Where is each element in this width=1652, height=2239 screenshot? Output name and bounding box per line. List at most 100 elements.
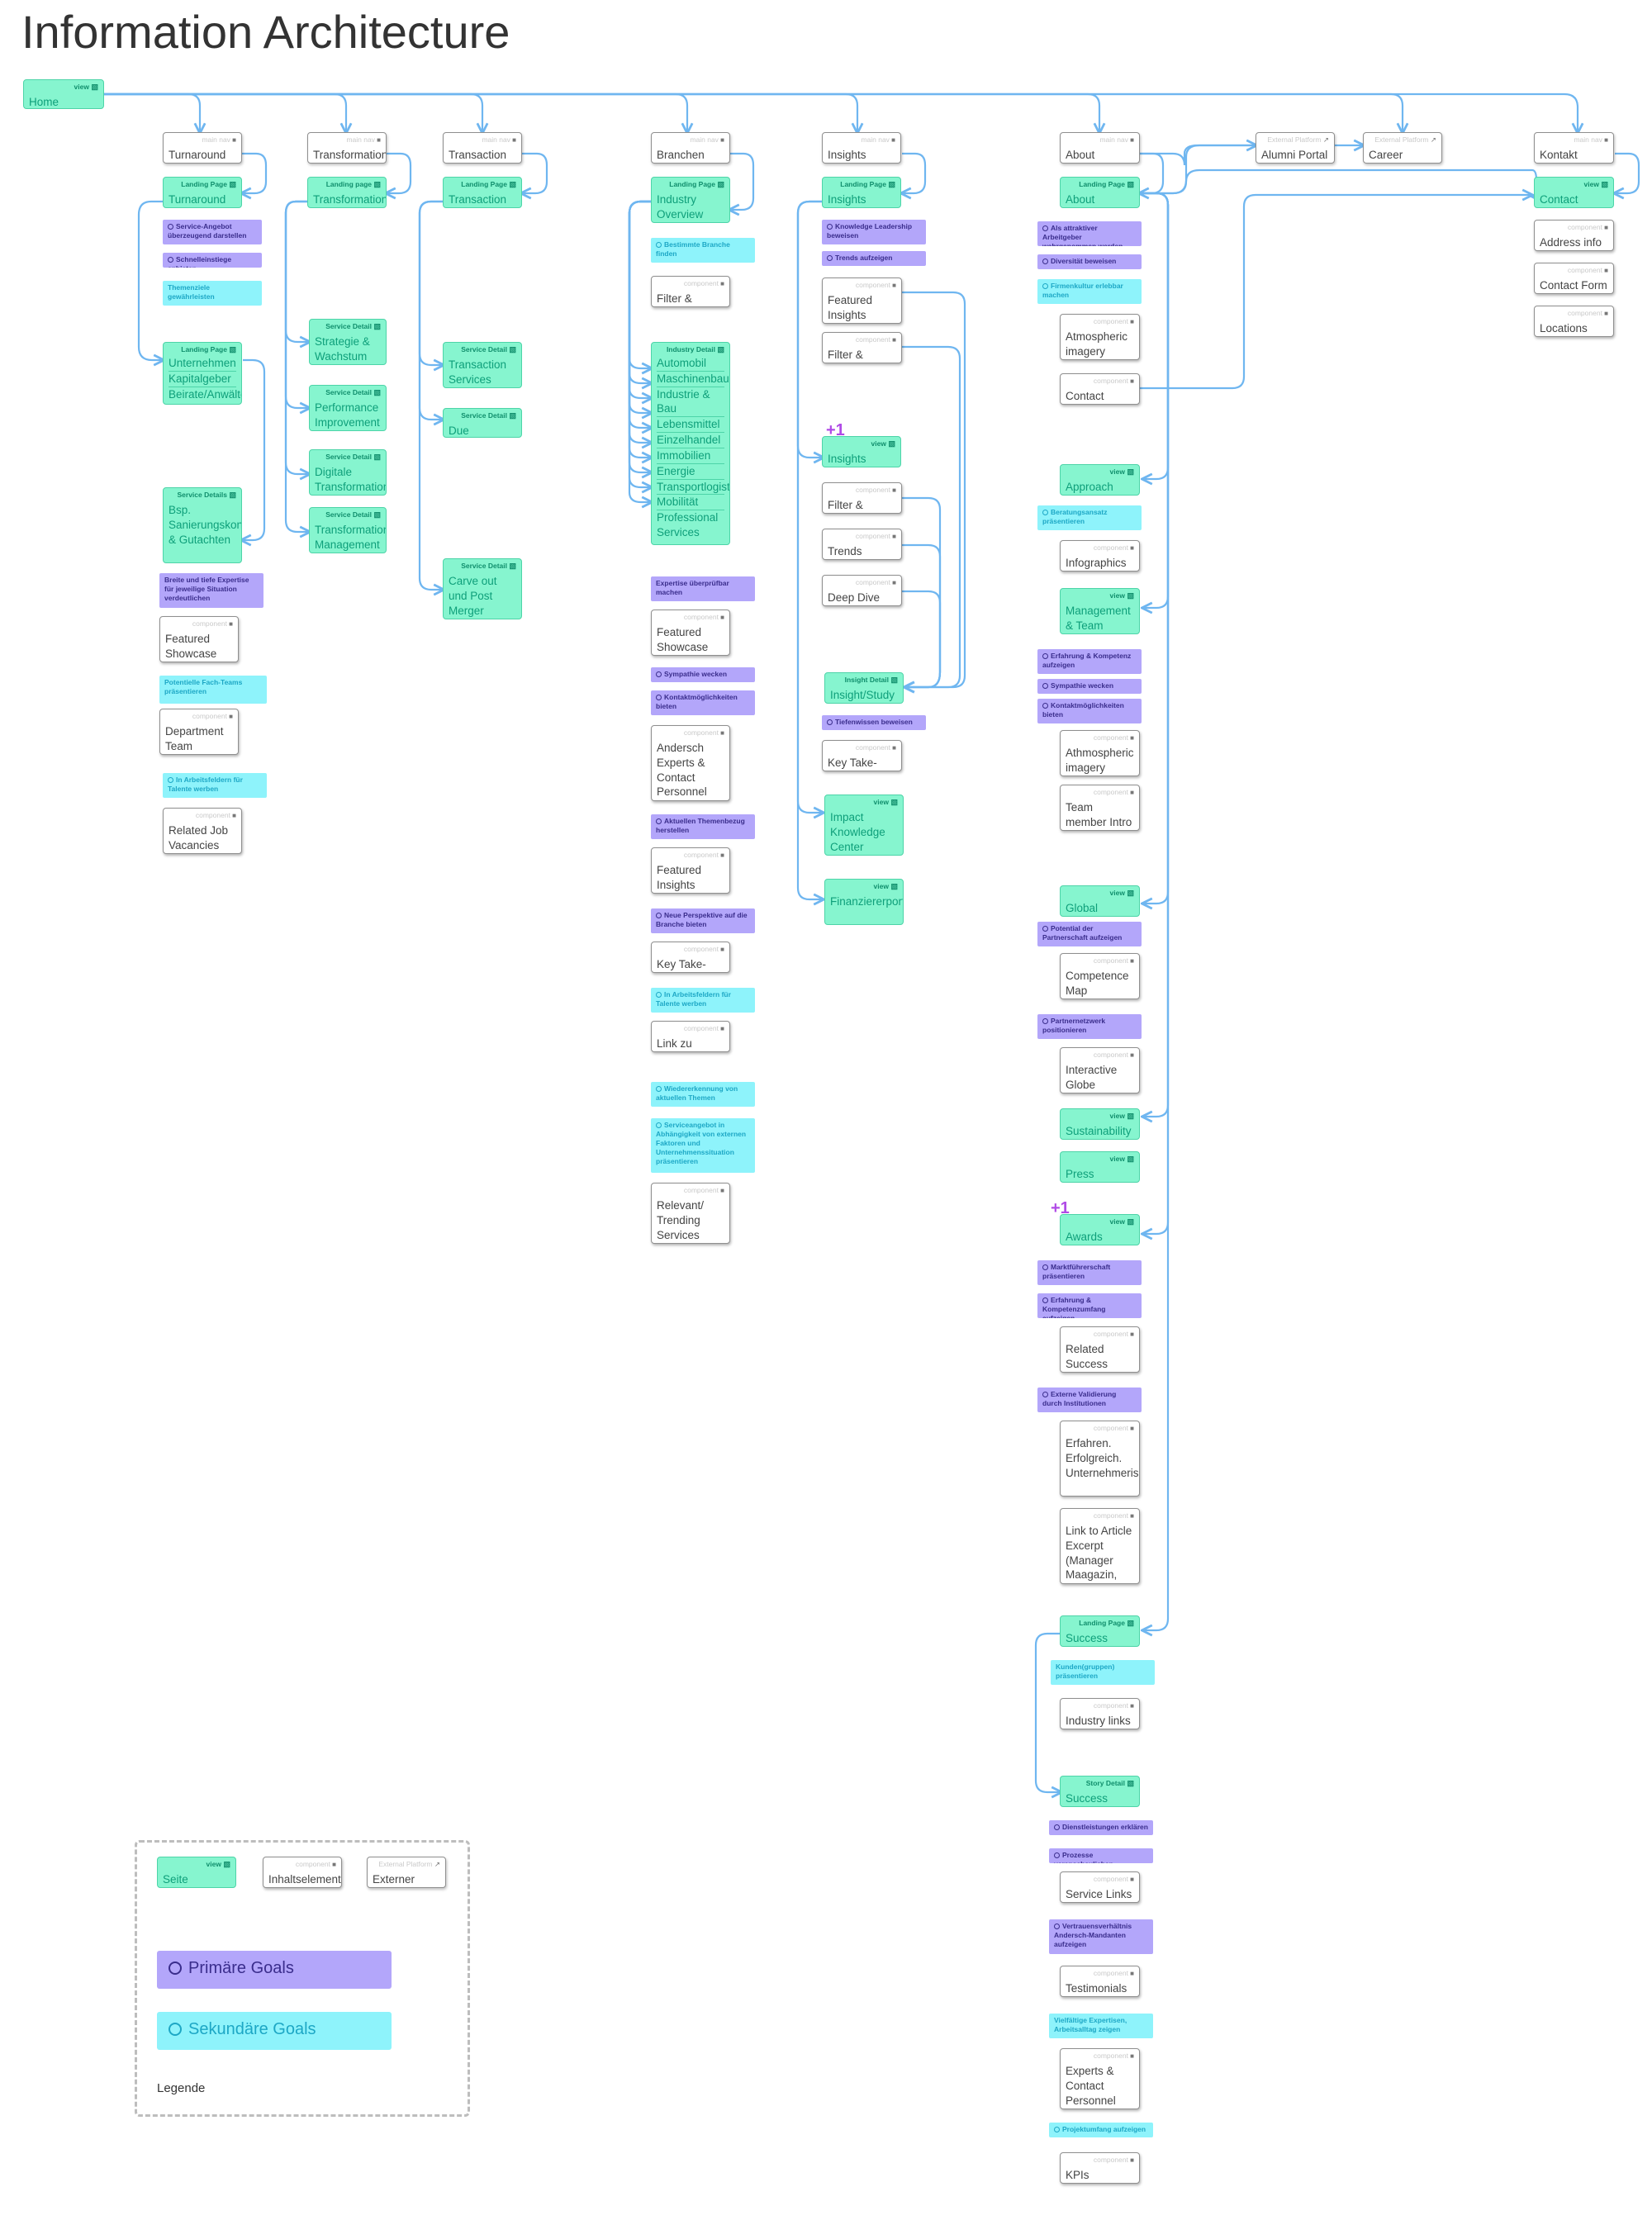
component-department-team[interactable]: component Department Team — [159, 709, 239, 755]
page-finanziererportal[interactable]: view Finanziererportal — [824, 879, 904, 925]
component-featured-showcase[interactable]: component Featured Showcase — [159, 616, 239, 662]
page-global-affiliates[interactable]: view Global Affiliates — [1060, 885, 1140, 917]
landing-unternehmen[interactable]: Landing Page Unternehmen Kapitalgeber Be… — [163, 342, 242, 405]
external-career-center[interactable]: External Platform Career Center — [1363, 132, 1442, 164]
component-athmospheric-imagery[interactable]: component Athmospheric imagery — [1060, 730, 1140, 776]
component-featured-insights[interactable]: component Featured Insights — [651, 847, 730, 894]
service-detail-due-diligences[interactable]: Service Detail Due Diligences — [443, 408, 522, 438]
component-infographics[interactable]: component Infographics — [1060, 540, 1140, 572]
landing-turnaround[interactable]: Landing Page Turnaround — [163, 177, 242, 208]
nav-transaction[interactable]: main nav Transaction — [443, 132, 522, 164]
landing-about[interactable]: Landing Page About Andersch — [1060, 177, 1140, 208]
goal-label: Kontaktmöglichkeiten bieten — [1042, 701, 1124, 719]
component-featured-showcase[interactable]: component Featured Showcase — [651, 610, 730, 656]
page-contact[interactable]: view Contact — [1534, 177, 1614, 208]
component-testimonials[interactable]: component Testimonials — [1060, 1966, 1140, 1997]
service-detail-performance[interactable]: Service Detail Performance Improvement — [309, 385, 387, 431]
component-deep-dive[interactable]: component Deep Dive — [822, 575, 902, 606]
service-detail-transaction-services[interactable]: Service Detail Transaction Services — [443, 342, 522, 388]
component-relevant-services[interactable]: component Relevant/ Trending Services — [651, 1183, 730, 1244]
component-related-success-stories[interactable]: component Related Success Stories — [1060, 1326, 1140, 1373]
landing-success-stories[interactable]: Landing Page Success Stories — [1060, 1615, 1140, 1647]
page-press[interactable]: view Press — [1060, 1151, 1140, 1183]
component-featured-insights[interactable]: component Featured Insights — [822, 278, 902, 324]
page-impact-knowledge-center[interactable]: view Impact Knowledge Center — [824, 795, 904, 856]
industry-item[interactable]: Professional Services — [657, 510, 724, 540]
page-sustainability[interactable]: view Sustainability — [1060, 1108, 1140, 1140]
component-contact-callout[interactable]: component Contact Callout — [1060, 373, 1140, 405]
category-label: Landing page — [326, 180, 381, 190]
external-alumni-portal[interactable]: External Platform Alumni Portal — [1256, 132, 1335, 164]
component-key-takeaways[interactable]: component Key Take-Aways — [822, 740, 902, 771]
component-andersch-experts[interactable]: component Andersch Experts & Contact Per… — [651, 725, 730, 801]
page-awards[interactable]: view Awards — [1060, 1214, 1140, 1245]
nav-kontakt[interactable]: main nav Kontakt — [1534, 132, 1614, 164]
service-detail-carve-out[interactable]: Service Detail Carve out und Post Merger… — [443, 558, 522, 619]
component-contact-form[interactable]: component Contact Form — [1534, 263, 1614, 294]
service-detail-digitale[interactable]: Service Detail Digitale Transformation — [309, 449, 387, 496]
home-page[interactable]: view Home — [23, 79, 104, 109]
category-label: Service Detail — [461, 562, 516, 572]
industry-item[interactable]: Automobil — [657, 357, 707, 369]
page-approach[interactable]: view Approach — [1060, 464, 1140, 496]
service-detail-transformation-management[interactable]: Service Detail Transformation Management — [309, 507, 387, 553]
landing-transaction[interactable]: Landing Page Transaction — [443, 177, 522, 208]
industry-item[interactable]: Transportlogistik — [657, 478, 730, 493]
service-details-turnaround[interactable]: Service Details Bsp. Sanierungskonzepte … — [163, 487, 242, 563]
industry-item[interactable]: Maschinenbau — [657, 370, 729, 385]
goal-icon — [1042, 683, 1048, 689]
industry-item[interactable]: Mobilität — [657, 494, 724, 510]
industry-item[interactable]: Immobilien — [657, 447, 724, 463]
component-link-karriere[interactable]: component Link zu Karriere — [651, 1021, 730, 1052]
goal-label: In Arbeitsfeldern für Talente werben — [656, 990, 731, 1008]
component-competence-map[interactable]: component Competence Map — [1060, 953, 1140, 999]
node-label: Alumni Portal — [1261, 149, 1328, 161]
nav-turnaround[interactable]: main nav Turnaround — [163, 132, 242, 164]
service-detail-strategie[interactable]: Service Detail Strategie & Wachstum — [309, 319, 387, 365]
node-label: Featured Insights — [828, 294, 873, 321]
component-service-links[interactable]: component Service Links — [1060, 1871, 1140, 1903]
industry-item[interactable]: Industrie & Bau — [657, 386, 724, 417]
industry-item[interactable]: Lebensmittel — [657, 416, 724, 432]
component-filter-search[interactable]: component Filter & Search — [822, 332, 902, 363]
component-industry-links[interactable]: component Industry links — [1060, 1698, 1140, 1729]
node-label: Transaction Services — [449, 358, 507, 386]
component-key-takeaways[interactable]: component Key Take-Aways — [651, 942, 730, 973]
industry-item[interactable]: Einzelhandel — [657, 432, 724, 448]
component-trends[interactable]: component Trends — [822, 529, 902, 560]
goal-label: Partnernetzwerk positionieren — [1042, 1017, 1106, 1035]
nav-insights[interactable]: main nav Insights — [822, 132, 901, 164]
industry-item[interactable]: Energie — [657, 463, 724, 479]
component-experts-contact[interactable]: component Experts & Contact Personnel — [1060, 2048, 1140, 2109]
component-team-intro-card[interactable]: component Team member Intro Card — [1060, 785, 1140, 831]
goal-label: Kunden(gruppen) präsentieren — [1056, 1663, 1115, 1681]
category-label: view — [1110, 1112, 1134, 1122]
component-link-to-article[interactable]: component Link to Article Excerpt (Manag… — [1060, 1508, 1140, 1584]
nav-branchen[interactable]: main nav Branchen — [651, 132, 730, 164]
primary-goal: Kontaktmöglichkeiten bieten — [651, 690, 755, 715]
page-insights-library[interactable]: view Insights Library — [822, 436, 901, 467]
component-erfahren-erfolgreich[interactable]: component Erfahren. Erfolgreich. Unterne… — [1060, 1421, 1140, 1497]
component-interactive-globe[interactable]: component Interactive Globe — [1060, 1047, 1140, 1093]
landing-industry-overview[interactable]: Landing Page Industry Overview — [651, 177, 730, 223]
nav-transformation[interactable]: main nav Transformation — [307, 132, 387, 164]
component-kpis[interactable]: component KPIs — [1060, 2152, 1140, 2184]
node-label: Link to Article Excerpt (Manager Maagazi… — [1066, 1525, 1132, 1582]
category-label: view — [1110, 889, 1134, 899]
insight-detail-study[interactable]: Insight Detail Insight/Study — [824, 672, 904, 704]
component-filter-search[interactable]: component Filter & Search — [651, 276, 730, 307]
component-related-job-vacancies[interactable]: component Related Job Vacancies — [163, 808, 242, 854]
component-address-info[interactable]: component Address info — [1534, 220, 1614, 251]
component-locations[interactable]: component Locations — [1534, 306, 1614, 337]
page-management-team[interactable]: view Management & Team — [1060, 588, 1140, 634]
secondary-goal: In Arbeitsfeldern für Talente werben — [651, 988, 755, 1013]
category-label: component — [1094, 2052, 1134, 2061]
story-detail-success-story[interactable]: Story Detail Success Story — [1060, 1776, 1140, 1807]
component-atmospheric-imagery[interactable]: component Atmospheric imagery — [1060, 314, 1140, 360]
component-filter-search[interactable]: component Filter & Search — [822, 482, 902, 514]
industry-detail-list[interactable]: Industry Detail Automobil Maschinenbau I… — [651, 342, 730, 545]
landing-insights[interactable]: Landing Page Insights — [822, 177, 901, 208]
landing-transformation[interactable]: Landing page Transformation — [307, 177, 387, 208]
nav-about[interactable]: main nav About Andersch — [1060, 132, 1140, 164]
node-label: Kapitalgeber — [169, 370, 236, 387]
